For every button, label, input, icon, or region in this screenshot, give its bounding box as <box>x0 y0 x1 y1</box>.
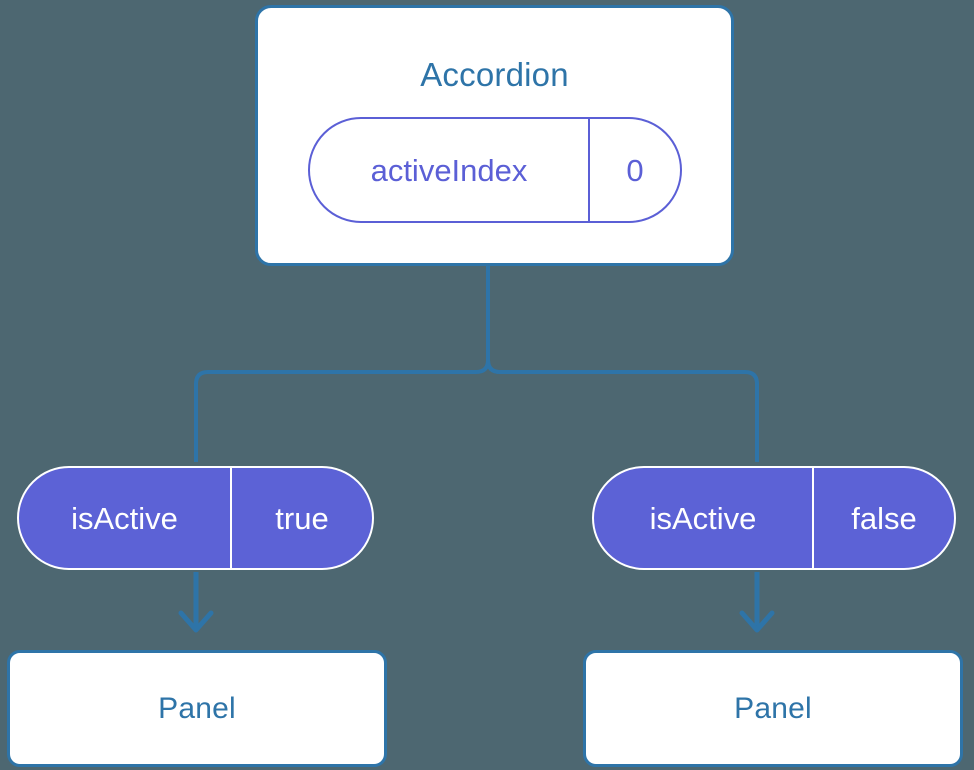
prop-pill-value: true <box>230 468 372 568</box>
accordion-node-label: Accordion <box>420 56 569 93</box>
panel-node-label: Panel <box>158 691 236 725</box>
prop-pill-is-active-true[interactable]: isActive true <box>17 466 374 570</box>
prop-pill-is-active-false[interactable]: isActive false <box>592 466 956 570</box>
panel-node-left[interactable]: Panel <box>7 650 387 767</box>
prop-pill-key: isActive <box>71 500 178 536</box>
connector-fork-right <box>486 359 759 462</box>
connector-trunk <box>486 266 501 374</box>
panel-node-label: Panel <box>734 691 812 725</box>
state-pill-key: activeIndex <box>370 152 528 188</box>
connector-fork-left <box>194 359 490 462</box>
state-pill-value: 0 <box>588 119 680 221</box>
prop-pill-key: isActive <box>649 500 757 536</box>
panel-node-right[interactable]: Panel <box>583 650 963 767</box>
down-arrow-icon-right <box>739 610 775 633</box>
state-pill-active-index[interactable]: activeIndex 0 <box>308 117 682 223</box>
down-arrow-icon-left <box>178 610 214 633</box>
prop-pill-value: false <box>812 468 954 568</box>
